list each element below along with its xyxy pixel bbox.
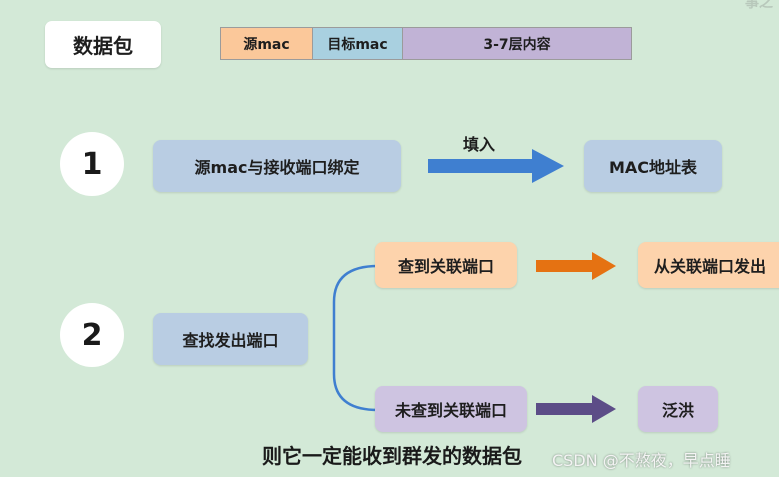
step-2-action: 查找发出端口: [153, 313, 308, 365]
packet-title: 数据包: [45, 21, 161, 68]
step-1-arrow-label: 填入: [463, 135, 496, 154]
branch-not-found-arrow: [536, 395, 616, 423]
mac-address-table: MAC地址表: [584, 140, 722, 192]
packet-segment-payload: 3-7层内容: [403, 28, 631, 59]
flooding-result: 泛洪: [638, 386, 718, 432]
step-1-arrow: [428, 149, 564, 183]
step-1-action: 源mac与接收端口绑定: [153, 140, 401, 192]
branch-not-found: 未查到关联端口: [375, 386, 527, 432]
packet-segment-src-mac: 源mac: [221, 28, 313, 59]
caption: 则它一定能收到群发的数据包: [262, 444, 522, 468]
branch-found-result: 从关联端口发出: [638, 242, 779, 288]
packet-segment-dst-mac: 目标mac: [313, 28, 403, 59]
corner-text: 事之: [745, 0, 773, 11]
branch-found: 查到关联端口: [375, 242, 517, 288]
branch-bracket: [332, 264, 379, 412]
step-1-number: 1: [60, 132, 124, 196]
packet-structure: 源mac 目标mac 3-7层内容: [220, 27, 632, 60]
branch-found-arrow: [536, 252, 616, 280]
watermark: CSDN @不熬夜，早点睡: [552, 451, 731, 470]
step-2-number: 2: [60, 303, 124, 367]
